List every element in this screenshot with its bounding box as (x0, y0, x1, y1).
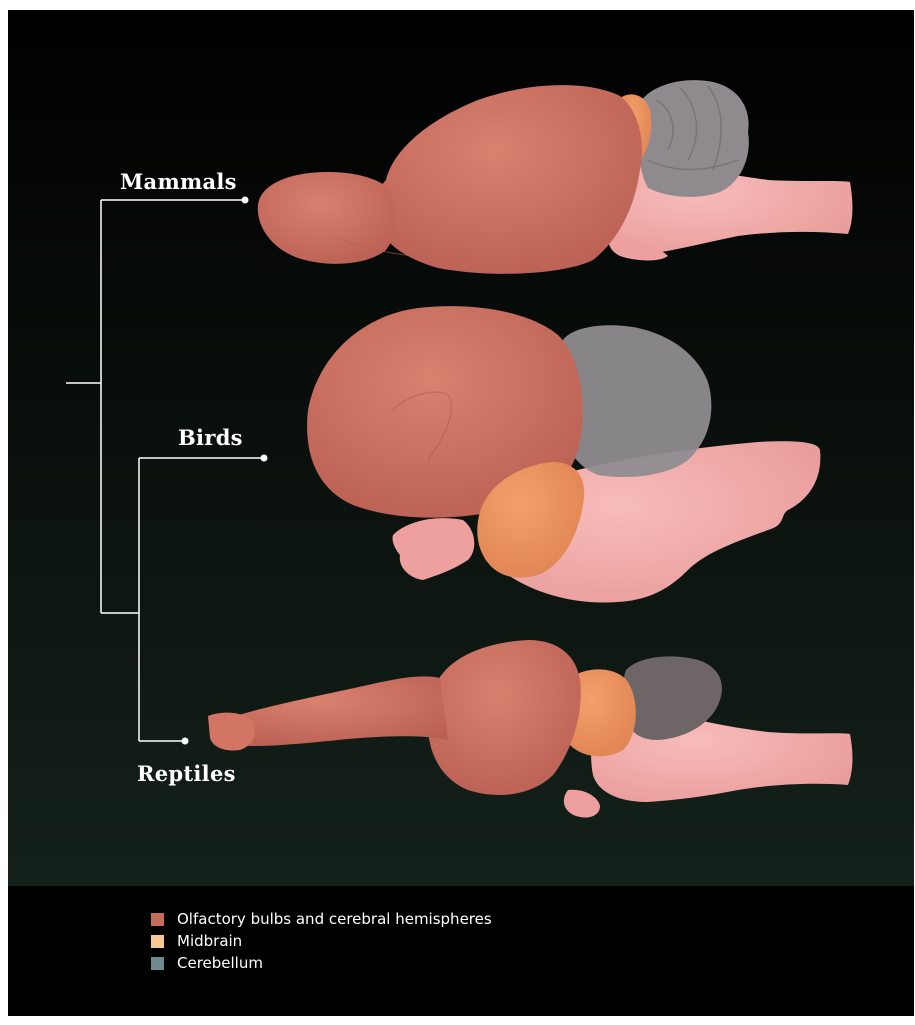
legend-swatch-cerebellum (151, 957, 164, 970)
mammals-label: Mammals (120, 169, 237, 194)
reptiles-label: Reptiles (137, 761, 236, 786)
legend-label-cerebellum: Cerebellum (177, 954, 263, 972)
legend-label-hemispheres: Olfactory bulbs and cerebral hemispheres (177, 910, 492, 928)
mammal-cerebellum (637, 80, 749, 197)
legend: Olfactory bulbs and cerebral hemispheres… (151, 908, 492, 974)
birds-label: Birds (178, 425, 243, 450)
mammals-node-dot (242, 197, 249, 204)
legend-swatch-midbrain (151, 935, 164, 948)
legend-label-midbrain: Midbrain (177, 932, 242, 950)
reptiles-node-dot (182, 738, 189, 745)
brain-diagram (8, 10, 914, 886)
legend-item-hemispheres: Olfactory bulbs and cerebral hemispheres (151, 908, 492, 930)
legend-item-midbrain: Midbrain (151, 930, 492, 952)
brain-evolution-figure: Mammals Birds Reptiles Olfactory bulbs a… (8, 10, 914, 1016)
legend-swatch-hemispheres (151, 913, 164, 926)
legend-item-cerebellum: Cerebellum (151, 952, 492, 974)
birds-node-dot (261, 455, 268, 462)
reptile-olfactory-bulb (208, 713, 255, 751)
